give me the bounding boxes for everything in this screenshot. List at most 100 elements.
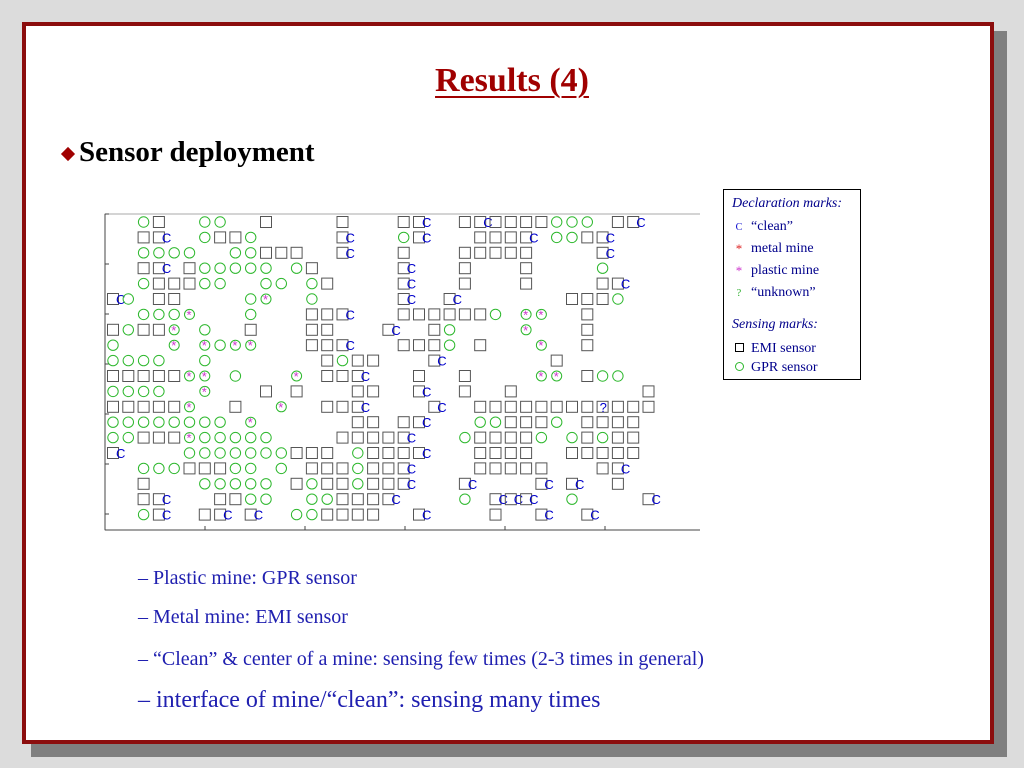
gpr-sensor-mark [137, 385, 150, 398]
gpr-sensor-mark [214, 478, 226, 490]
legend-emi-label: EMI sensor [751, 341, 816, 356]
emi-sensor-mark [397, 462, 410, 475]
gpr-sensor-mark [245, 293, 257, 305]
gpr-sensor-mark [275, 462, 288, 475]
emi-sensor-mark [535, 462, 548, 475]
gpr-sensor-mark [199, 324, 211, 336]
gpr-sensor-mark [612, 370, 624, 382]
gpr-sensor-mark [183, 247, 196, 259]
clean-mark: C [468, 477, 477, 492]
emi-sensor-mark [229, 400, 242, 413]
emi-sensor-mark [428, 400, 441, 413]
gpr-sensor-mark [260, 478, 272, 490]
plastic-mine-icon: * [735, 263, 743, 278]
emi-sensor-mark [581, 400, 594, 413]
gpr-sensor-mark [184, 432, 195, 444]
gpr-sensor-mark [443, 339, 456, 351]
gpr-sensor-mark [306, 478, 318, 490]
gpr-sensor-mark [336, 354, 349, 367]
emi-sensor-mark [474, 339, 487, 352]
emi-sensor-mark [214, 462, 227, 475]
gpr-sensor-mark [535, 370, 547, 382]
clean-mark: C [391, 492, 400, 507]
emi-sensor-mark [611, 477, 624, 490]
emi-sensor-mark [382, 447, 395, 459]
clean-mark: C [116, 446, 125, 461]
emi-sensor-mark [443, 308, 456, 321]
emi-sensor-mark [152, 431, 165, 444]
emi-sensor-mark [520, 262, 533, 275]
clean-mark: C [162, 230, 171, 245]
gpr-sensor-mark [153, 416, 165, 428]
clean-mark: C [407, 292, 416, 307]
clean-mark: C [116, 292, 125, 307]
gpr-sensor-mark [153, 308, 165, 321]
unknown-mark: ? [600, 400, 607, 415]
gpr-sensor-mark [199, 385, 211, 397]
gpr-sensor-mark [184, 401, 195, 413]
gpr-sensor-mark [183, 416, 196, 428]
emi-sensor-mark [504, 493, 517, 506]
emi-sensor-mark [474, 462, 487, 475]
emi-sensor-mark [489, 447, 502, 459]
emi-sensor-mark [397, 477, 410, 490]
emi-sensor-mark [214, 493, 227, 506]
emi-sensor-mark [611, 431, 624, 444]
gpr-sensor-mark [245, 462, 257, 475]
emi-sensor-mark [535, 400, 548, 413]
clean-mark: C [422, 215, 431, 230]
gpr-sensor-mark [122, 385, 134, 398]
legend-metal-label: metal mine [751, 241, 814, 256]
emi-sensor-mark [520, 493, 533, 506]
plastic-mine-mark: * [187, 369, 192, 384]
gpr-sensor-mark [168, 247, 180, 259]
gpr-sensor-mark [214, 277, 226, 290]
emi-sensor-mark [550, 354, 563, 367]
emi-sensor-mark [107, 323, 119, 336]
emi-sensor-mark [122, 400, 135, 413]
emi-sensor-mark [152, 262, 165, 275]
emi-sensor-mark [474, 400, 487, 413]
clean-mark: C [606, 230, 615, 245]
plastic-mine-mark: * [187, 431, 192, 446]
gpr-sensor-mark [551, 370, 563, 382]
emi-sensor-mark [520, 400, 533, 413]
emi-sensor-mark [458, 277, 471, 290]
clean-mark: C [407, 461, 416, 476]
emi-sensor-mark [458, 216, 471, 228]
gpr-sensor-mark [199, 478, 211, 490]
main-bullet: Sensor deployment [60, 136, 315, 169]
clean-mark: C [590, 508, 599, 523]
gpr-sensor-mark [535, 308, 547, 320]
sub-bullet-clean: – “Clean” & center of a mine: sensing fe… [138, 648, 704, 670]
emi-sensor-mark [397, 308, 410, 321]
emi-sensor-mark [504, 447, 517, 459]
gpr-sensor-mark [260, 277, 272, 290]
clean-mark: C [422, 508, 431, 523]
emi-sensor-mark [382, 431, 395, 444]
clean-mark: C [346, 230, 355, 245]
gpr-sensor-mark [199, 231, 211, 244]
clean-mark: C [254, 508, 263, 523]
gpr-sensor-mark [199, 416, 211, 428]
gpr-sensor-mark [245, 231, 257, 244]
emi-sensor-mark [428, 308, 441, 321]
emi-sensor-mark [152, 370, 165, 382]
gpr-sensor-mark [275, 447, 288, 459]
emi-sensor-mark [566, 477, 578, 490]
emi-square-icon [732, 343, 746, 355]
gpr-sensor-mark [199, 447, 211, 459]
emi-sensor-mark [596, 277, 609, 290]
emi-sensor-mark [581, 447, 594, 459]
gpr-sensor-mark [199, 370, 211, 382]
emi-sensor-mark [152, 400, 165, 413]
emi-sensor-mark [596, 231, 609, 244]
emi-sensor-mark [367, 447, 380, 459]
gpr-sensor-mark [229, 247, 242, 259]
emi-sensor-mark [168, 370, 181, 382]
emi-sensor-mark [321, 400, 334, 413]
emi-sensor-mark [168, 293, 181, 305]
gpr-sensor-mark [245, 416, 257, 428]
clean-mark: C [162, 492, 171, 507]
emi-sensor-mark [611, 462, 624, 475]
